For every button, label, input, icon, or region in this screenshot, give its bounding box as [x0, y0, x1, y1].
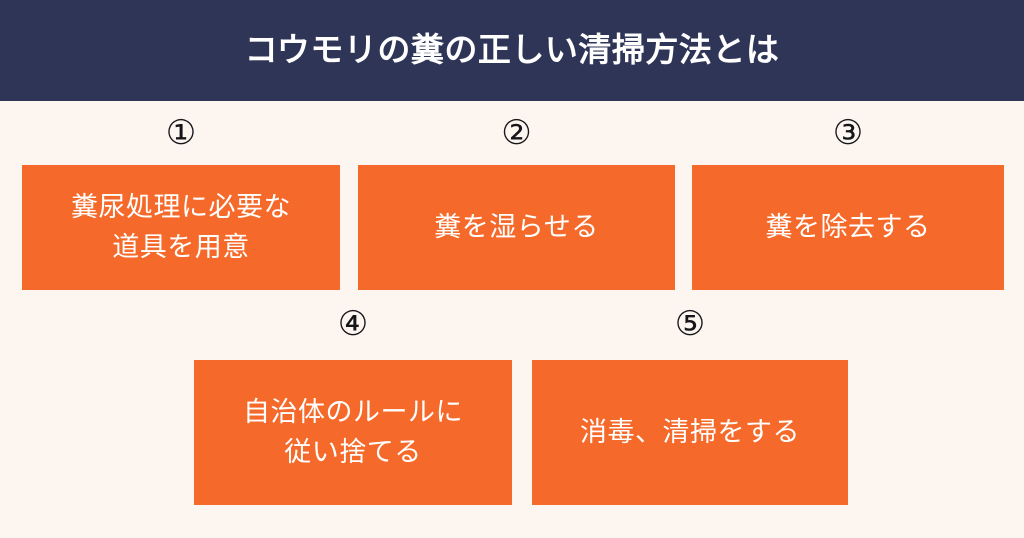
step-label-2: 糞を湿らせる — [434, 211, 599, 243]
step-label-4: 自治体のルールに 従い捨てる — [243, 397, 463, 468]
step-item-2: ② 糞を湿らせる — [358, 101, 675, 291]
header-banner: コウモリの糞の正しい清掃方法とは — [0, 0, 1024, 101]
step-item-3: ③ 糞を除去する — [692, 101, 1004, 291]
step-label-5: 消毒、清掃をする — [580, 416, 800, 448]
step-label-3: 糞を除去する — [765, 211, 931, 243]
step-item-5: ⑤ 消毒、清掃をする — [532, 302, 848, 507]
step-box-1: 糞尿処理に必要な 道具を用意 — [22, 165, 340, 290]
step-number-5: ⑤ — [674, 304, 706, 344]
step-box-3: 糞を除去する — [692, 165, 1004, 290]
step-number-2: ② — [501, 113, 532, 153]
steps-area: ① 糞尿処理に必要な 道具を用意 ② 糞を湿らせる ③ 糞を除去する ④ 自治体… — [0, 101, 1024, 538]
step-number-1: ① — [165, 113, 197, 153]
page-title: コウモリの糞の正しい清掃方法とは — [244, 30, 780, 70]
step-item-4: ④ 自治体のルールに 従い捨てる — [194, 302, 512, 507]
step-box-4: 自治体のルールに 従い捨てる — [194, 360, 512, 505]
step-box-2: 糞を湿らせる — [358, 165, 675, 290]
step-number-3: ③ — [832, 113, 864, 153]
step-label-1: 糞尿処理に必要な 道具を用意 — [71, 192, 291, 263]
step-number-4: ④ — [337, 304, 369, 344]
step-box-5: 消毒、清掃をする — [532, 360, 848, 505]
step-item-1: ① 糞尿処理に必要な 道具を用意 — [22, 101, 340, 291]
